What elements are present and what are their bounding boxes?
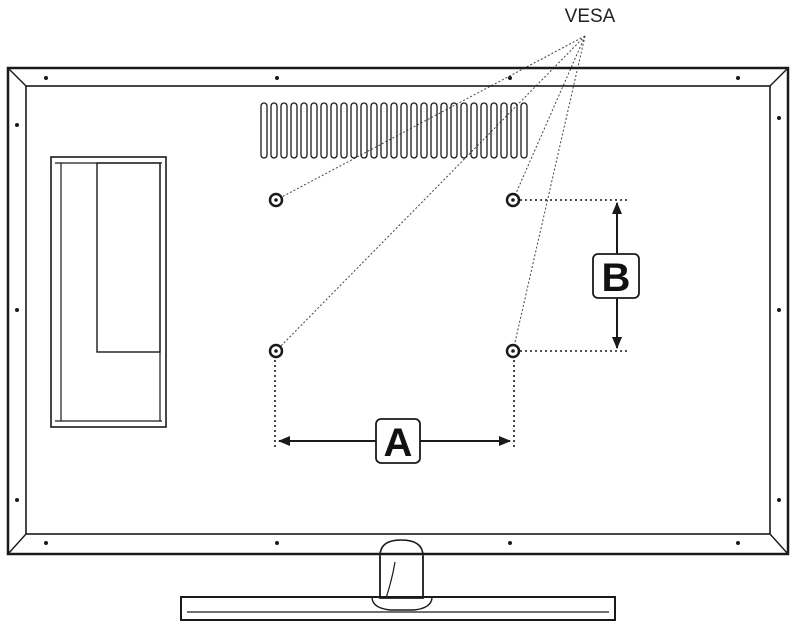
screw bbox=[736, 76, 740, 80]
tv-outer-frame bbox=[6, 66, 790, 556]
dimension-b: B bbox=[520, 199, 640, 352]
vesa-label: VESA bbox=[565, 6, 616, 27]
tv-inner-frame bbox=[25, 85, 771, 535]
stand-neck-shoulder bbox=[379, 539, 424, 557]
mounting-hole-top-left bbox=[268, 192, 284, 208]
dimension-a-label: A bbox=[384, 421, 413, 465]
connector-panel-inset bbox=[96, 162, 161, 353]
frame-bevel-corners bbox=[7, 67, 789, 555]
mounting-hole-top-right bbox=[505, 192, 521, 208]
screw bbox=[44, 541, 48, 545]
screw bbox=[15, 498, 19, 502]
screw bbox=[275, 541, 279, 545]
tv-stand bbox=[180, 539, 616, 621]
vesa-mounting-holes bbox=[268, 192, 521, 359]
screw bbox=[508, 541, 512, 545]
screw bbox=[275, 76, 279, 80]
stand-neck bbox=[379, 556, 424, 599]
ventilation-grille bbox=[260, 102, 528, 159]
screw bbox=[508, 76, 512, 80]
dimension-b-label-box bbox=[592, 253, 640, 299]
screw bbox=[777, 498, 781, 502]
screw bbox=[777, 308, 781, 312]
stand-base-collar bbox=[371, 596, 433, 611]
tv-body bbox=[6, 66, 790, 556]
screw bbox=[15, 123, 19, 127]
dimension-b-extension-lines bbox=[520, 199, 629, 352]
screw bbox=[777, 116, 781, 120]
stand-base bbox=[180, 596, 616, 621]
mounting-hole-bottom-right bbox=[505, 343, 521, 359]
connector-panel bbox=[50, 156, 167, 428]
mounting-hole-bottom-left bbox=[268, 343, 284, 359]
screw bbox=[15, 308, 19, 312]
dimension-a-label-box bbox=[375, 418, 421, 464]
frame-screws bbox=[15, 76, 781, 545]
stand-neck-curve bbox=[385, 561, 396, 599]
dimension-b-label: B bbox=[602, 256, 631, 300]
vesa-leader-lines bbox=[275, 35, 586, 352]
dimension-a: A bbox=[274, 360, 515, 465]
screw bbox=[44, 76, 48, 80]
screw bbox=[736, 541, 740, 545]
